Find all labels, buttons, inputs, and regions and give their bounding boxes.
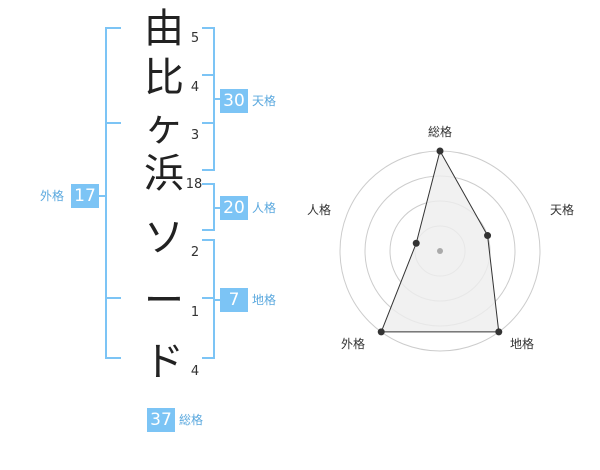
stroke-count-3: 3: [190, 128, 200, 143]
outer-bracket: [105, 27, 121, 359]
ten-kaku-value: 30: [220, 89, 248, 113]
radar-label-chi: 地格: [510, 337, 535, 351]
stroke-count-5: 2: [190, 245, 200, 260]
stroke-count-7: 4: [190, 364, 200, 379]
radar-point: [495, 328, 503, 336]
sou-kaku-value: 37: [147, 408, 175, 432]
gai-kaku-label: 外格: [40, 189, 65, 203]
radar-label-gai: 外格: [341, 337, 366, 351]
radar-label-sou: 総格: [428, 125, 453, 139]
radar-label-ten: 天格: [550, 203, 575, 217]
chi-kaku-label: 地格: [252, 293, 277, 307]
radar-point: [436, 147, 444, 155]
chi-kaku-value: 7: [220, 288, 248, 312]
name-char-3: ヶ: [144, 104, 184, 150]
ten-bracket: [202, 27, 215, 171]
name-char-1: 由: [144, 6, 184, 52]
name-char-5: ソ: [144, 215, 184, 261]
stroke-count-2: 4: [190, 80, 200, 95]
radar-point: [484, 232, 492, 240]
stroke-count-1: 5: [190, 31, 200, 46]
radar-center-dot: [437, 248, 443, 254]
stroke-count-6: 1: [190, 305, 200, 320]
sou-kaku-label: 総格: [179, 413, 204, 427]
jin-kaku-value: 20: [220, 196, 248, 220]
name-char-4: 浜: [144, 151, 184, 197]
radar-value-polygon: [380, 149, 500, 333]
gai-kaku-value: 17: [71, 184, 99, 208]
radar-chart: [339, 147, 541, 352]
name-char-2: 比: [144, 55, 184, 101]
radar-label-jin: 人格: [307, 203, 332, 217]
name-char-6: ー: [144, 278, 184, 324]
name-char-7: ド: [144, 339, 184, 385]
radar-point: [377, 328, 385, 336]
radar-point: [412, 239, 420, 247]
stroke-count-4: 18: [185, 177, 203, 192]
jin-kaku-label: 人格: [252, 201, 277, 215]
chi-bracket: [202, 239, 215, 359]
ten-kaku-label: 天格: [252, 94, 277, 108]
